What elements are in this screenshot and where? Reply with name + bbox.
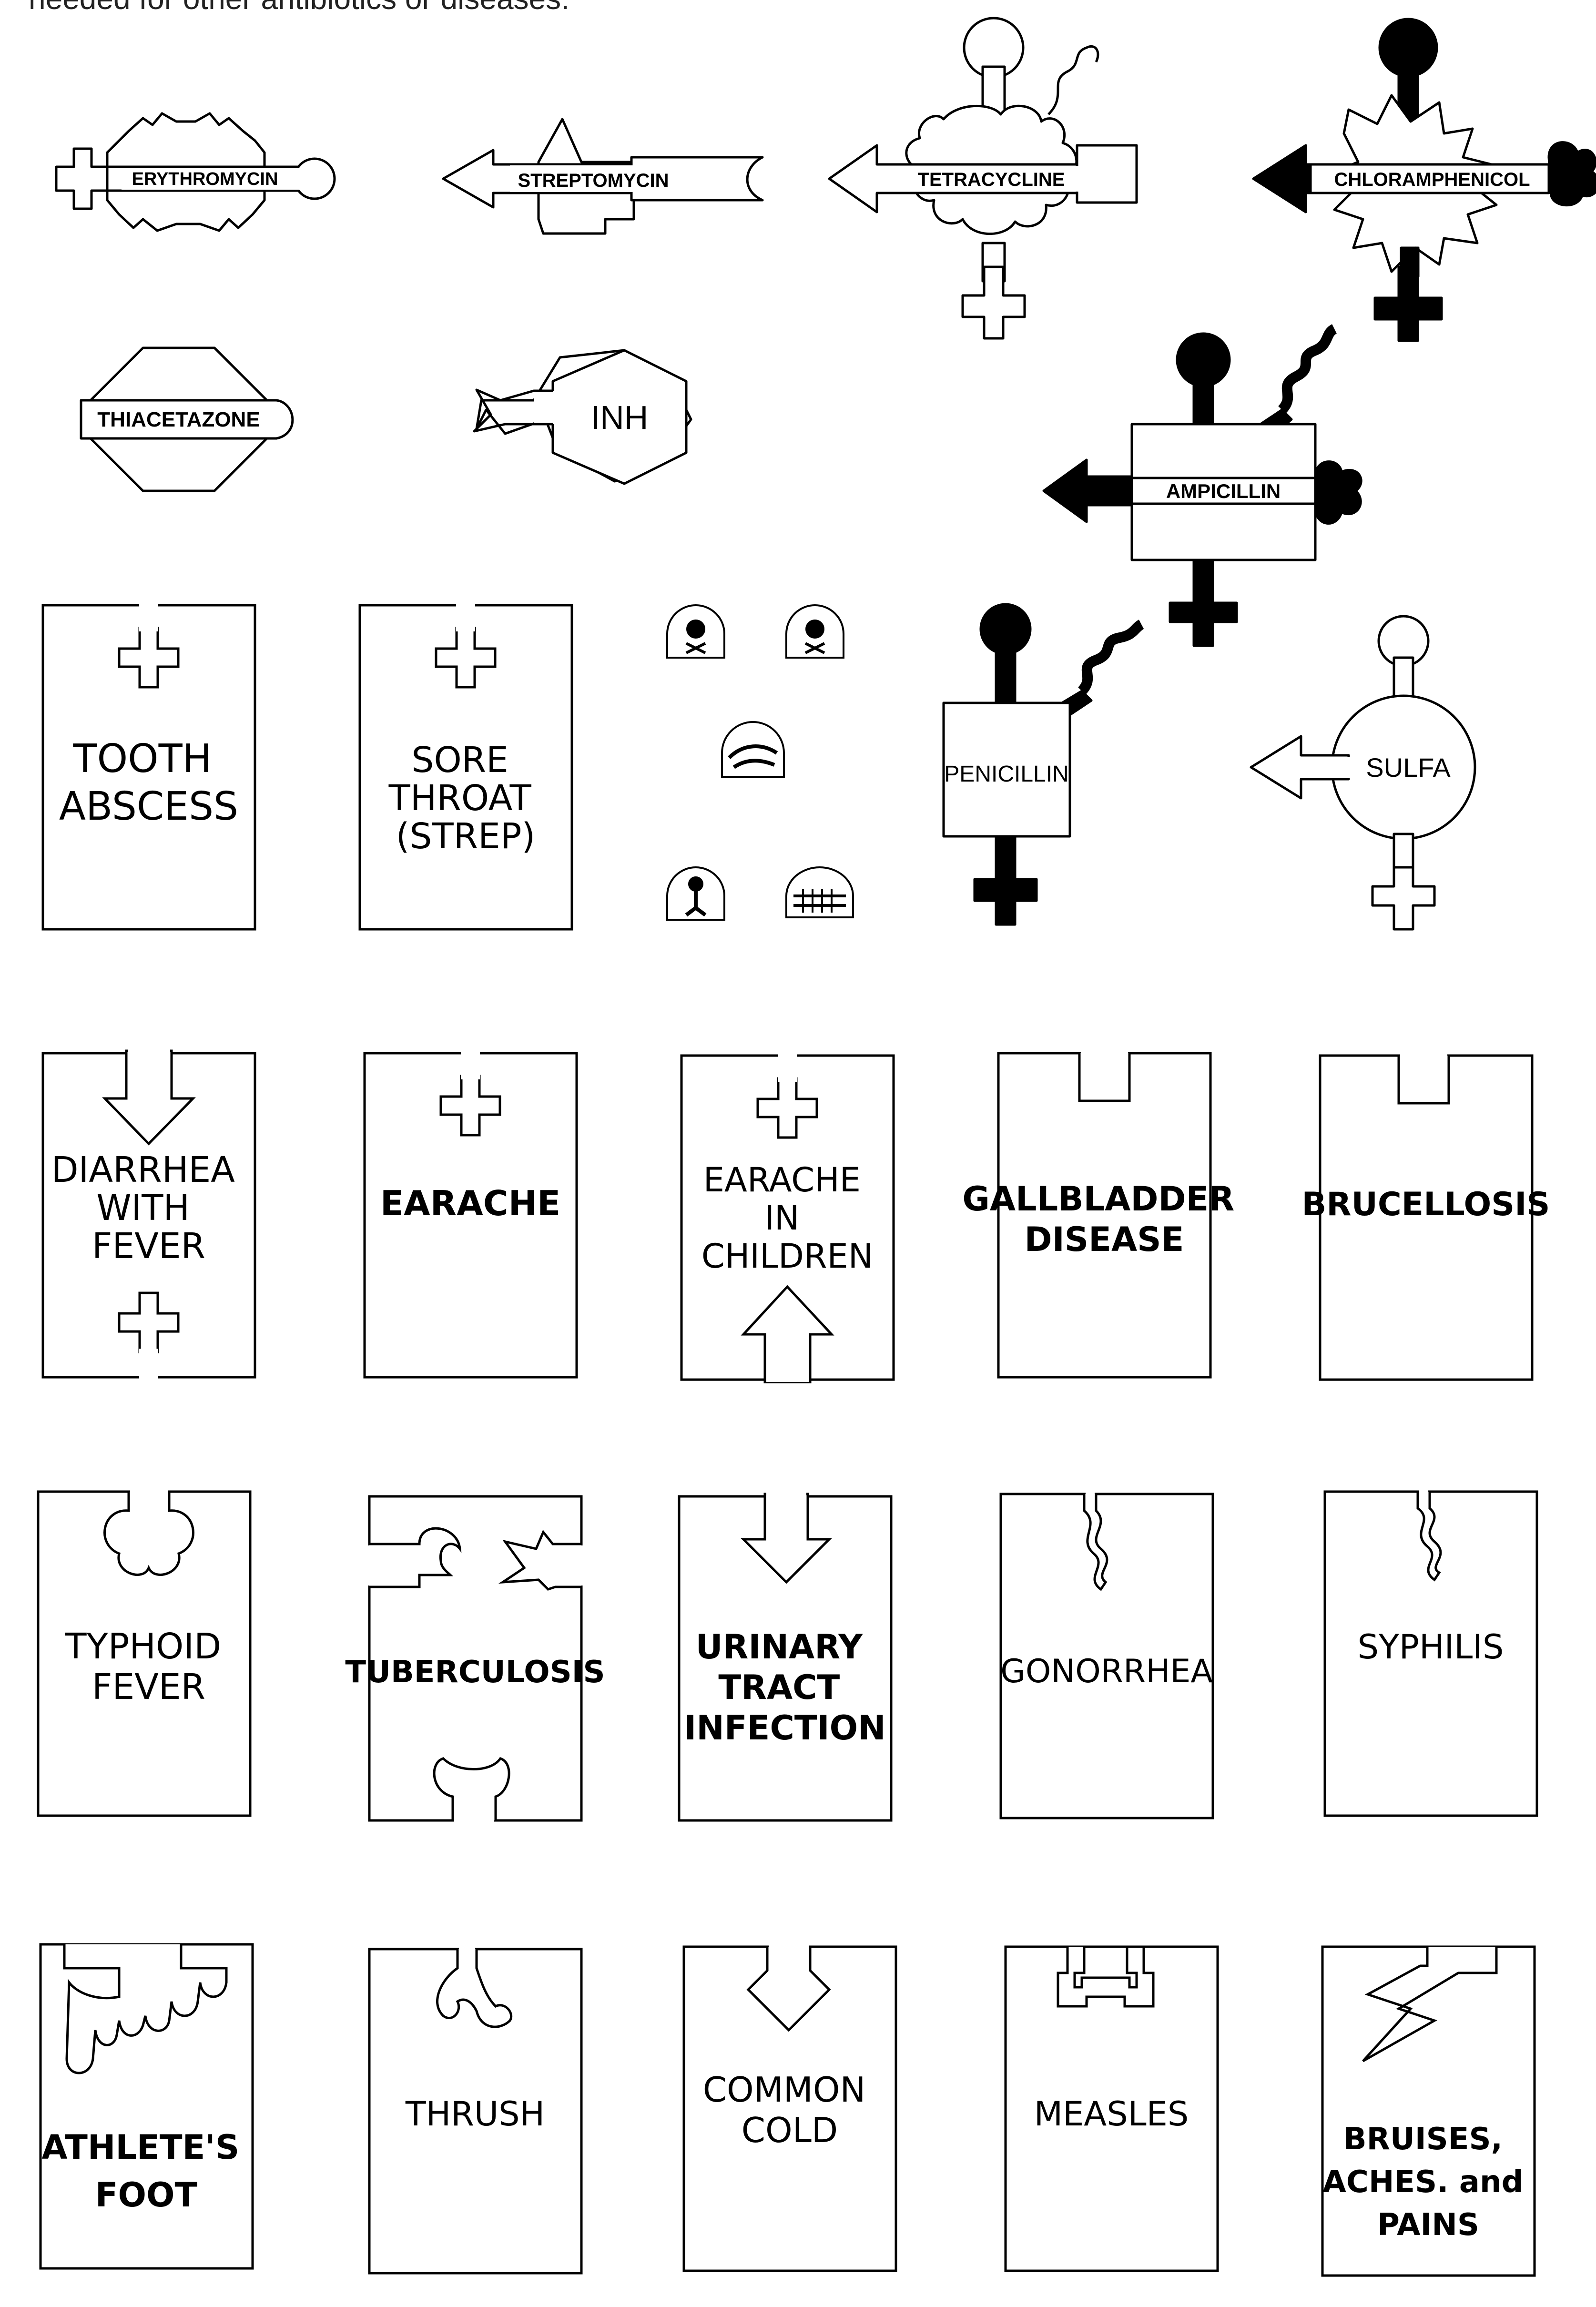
card-thrush[interactable]: THRUSH	[368, 1946, 583, 2275]
card-diarrhea[interactable]: DIARRHEA WITH FEVER	[41, 1048, 256, 1380]
card-brucellosis[interactable]: BRUCELLOSIS	[1301, 1053, 1550, 1381]
sore-throat-line3: (STREP)	[396, 816, 536, 857]
tooth-abscess-line2: ABSCESS	[59, 784, 238, 829]
earache-label: EARACHE	[380, 1183, 560, 1223]
common-cold-line1: COMMON	[703, 2070, 866, 2110]
penicillin-label: PENICILLIN	[944, 762, 1068, 787]
chloramphenicol-piece[interactable]: CHLORAMPHENICOL	[1252, 18, 1596, 342]
athletes-foot-line1: ATHLETE'S	[41, 2128, 239, 2167]
svg-text:DIARRHEA WITH FEVER: DIARRHEA WITH FEVER	[51, 1149, 246, 1267]
sulfa-label: SULFA	[1366, 752, 1451, 783]
inh-piece[interactable]: INH	[473, 349, 692, 485]
card-earache[interactable]: EARACHE	[363, 1051, 578, 1379]
diarrhea-line1: DIARRHEA	[51, 1149, 235, 1190]
tetracycline-label: TETRACYCLINE	[918, 169, 1065, 190]
card-tooth-abscess[interactable]: TOOTH ABSCESS	[41, 603, 256, 931]
penicillin-piece[interactable]: PENICILLIN	[942, 603, 1144, 926]
chloramphenicol-label: CHLORAMPHENICOL	[1334, 169, 1530, 190]
common-cold-line2: COLD	[742, 2110, 838, 2150]
typhoid-line2: FEVER	[92, 1667, 205, 1707]
svg-text:TOOTH ABSCESS: TOOTH ABSCESS	[59, 736, 238, 829]
streptomycin-piece[interactable]: STREPTOMYCIN	[438, 118, 764, 235]
uti-line2: TRACT	[718, 1668, 840, 1707]
uti-line1: URINARY	[696, 1627, 864, 1667]
gallbladder-line1: GALLBLADDER	[962, 1179, 1234, 1219]
erythromycin-label: ERYTHROMYCIN	[132, 169, 278, 189]
typhoid-line1: TYPHOID	[64, 1626, 221, 1667]
thiacetazone-label: THIACETAZONE	[97, 408, 260, 431]
teeth-icon	[785, 866, 854, 918]
skull-icon	[666, 604, 725, 659]
card-gallbladder[interactable]: GALLBLADDER DISEASE	[962, 1050, 1246, 1379]
diarrhea-line3: FEVER	[92, 1226, 205, 1267]
erythromycin-piece[interactable]: ERYTHROMYCIN	[55, 112, 336, 232]
person-icon	[666, 866, 725, 921]
syphilis-label: SYPHILIS	[1358, 1627, 1504, 1667]
svg-text:ATHLETE'S FOOT: ATHLETE'S FOOT	[41, 2128, 251, 2215]
card-common-cold[interactable]: COMMON COLD	[682, 1944, 897, 2272]
diarrhea-line2: WITH	[96, 1188, 190, 1229]
card-measles[interactable]: MEASLES	[1004, 1945, 1219, 2272]
card-bruises[interactable]: BRUISES, ACHES. and PAINS	[1321, 1945, 1536, 2277]
measles-label: MEASLES	[1034, 2094, 1189, 2134]
brucellosis-label: BRUCELLOSIS	[1301, 1186, 1550, 1223]
svg-text:BRUISES, ACHES. and PA: BRUISES, ACHES. and PAINS	[1322, 2122, 1534, 2243]
ampicillin-label: AMPICILLIN	[1166, 480, 1281, 502]
card-athletes-foot[interactable]: ATHLETE'S FOOT	[39, 1943, 254, 2270]
earache-children-line3: CHILDREN	[701, 1237, 873, 1276]
gallbladder-line2: DISEASE	[1025, 1220, 1184, 1259]
inh-label: INH	[591, 399, 649, 436]
ampicillin-piece[interactable]: AMPICILLIN	[1042, 324, 1362, 647]
card-syphilis[interactable]: SYPHILIS	[1323, 1489, 1538, 1817]
bruises-line3: PAINS	[1377, 2207, 1479, 2243]
svg-text:COMMON COLD: COMMON COLD	[703, 2070, 877, 2150]
svg-text:GALLBLADDER DISEASE: GALLBLADDER DISEASE	[962, 1179, 1246, 1259]
bruises-line2: ACHES. and	[1322, 2165, 1523, 2200]
svg-text:TYPHOID FEVER: TYPHOID FEVER	[64, 1626, 232, 1707]
svg-text:EARACHE IN CHILDREN: EARACHE IN CHILDREN	[701, 1160, 873, 1276]
streptomycin-label: STREPTOMYCIN	[518, 170, 669, 191]
card-sore-throat[interactable]: SORE THROAT (STREP)	[358, 603, 573, 931]
earache-children-line1: EARACHE	[703, 1160, 861, 1199]
uti-line3: INFECTION	[684, 1708, 886, 1748]
warning-symbols	[666, 604, 854, 921]
earache-children-line2: IN	[764, 1199, 799, 1238]
hand-icon	[721, 721, 785, 778]
svg-text:URINARY TRACT INFECTIO: URINARY TRACT INFECTION	[684, 1627, 886, 1748]
header-caption: needed for other antibiotics or diseases…	[29, 0, 569, 16]
tooth-abscess-line1: TOOTH	[72, 736, 212, 782]
tuberculosis-label: TUBERCULOSIS	[345, 1655, 605, 1690]
gonorrhea-label: GONORRHEA	[1000, 1653, 1213, 1690]
card-uti[interactable]: URINARY TRACT INFECTION	[678, 1492, 893, 1822]
bruises-line1: BRUISES,	[1343, 2122, 1503, 2157]
card-gonorrhea[interactable]: GONORRHEA	[999, 1491, 1214, 1819]
card-typhoid[interactable]: TYPHOID FEVER	[37, 1489, 252, 1817]
skull-icon	[785, 604, 844, 659]
thiacetazone-piece[interactable]: THIACETAZONE	[80, 346, 294, 492]
athletes-foot-line2: FOOT	[95, 2175, 198, 2215]
card-earache-children[interactable]: EARACHE IN CHILDREN	[680, 1053, 895, 1383]
sore-throat-line1: SORE	[412, 740, 508, 781]
svg-text:SORE THROAT (STREP): SORE THROAT (STREP)	[388, 740, 543, 857]
sore-throat-line2: THROAT	[388, 778, 532, 819]
tetracycline-piece[interactable]: TETRACYCLINE	[828, 17, 1138, 340]
card-tuberculosis[interactable]: TUBERCULOSIS	[345, 1495, 605, 1823]
thrush-label: THRUSH	[405, 2094, 545, 2134]
sulfa-piece[interactable]: SULFA	[1250, 615, 1476, 931]
